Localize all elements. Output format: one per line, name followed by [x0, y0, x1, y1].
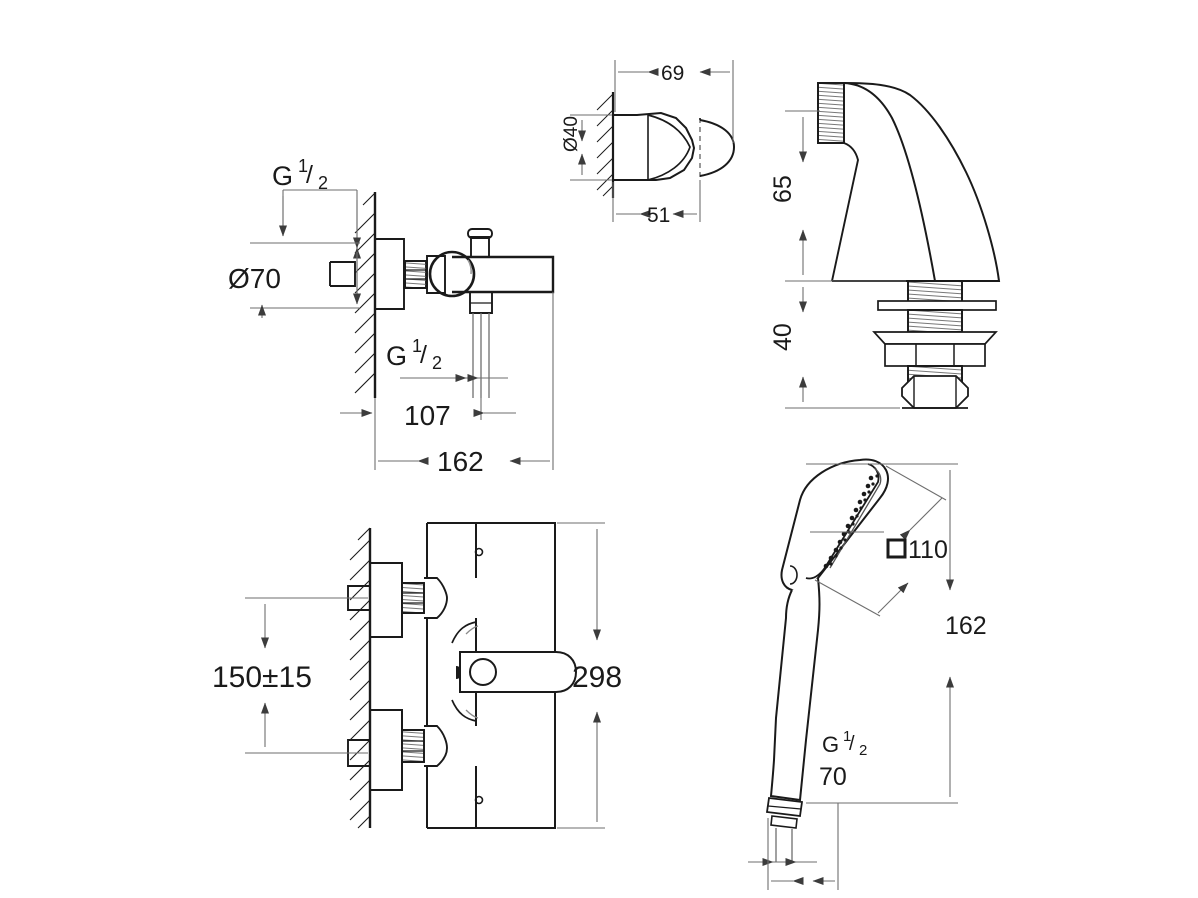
control-knob [428, 250, 476, 298]
cover-screw-bottom [474, 795, 484, 805]
diverter-button [467, 228, 493, 256]
spout-tail-assembly [872, 280, 998, 409]
handle-pivot [469, 658, 497, 686]
view-bath-mixer-front [250, 189, 555, 470]
spout-hex-nut [901, 375, 969, 409]
spout-top-thread [817, 82, 845, 144]
g-half-denominator-3: 2 [859, 742, 867, 759]
g-half-denominator: 2 [318, 173, 328, 193]
spout-washer-1 [877, 300, 997, 311]
g-half-denominator-2: 2 [432, 353, 442, 373]
handle-thumb-detail [789, 565, 798, 585]
hose-connector [765, 797, 804, 829]
shower-outlet-stub [469, 292, 493, 314]
g-half-prefix-3: G [822, 732, 839, 757]
body-curve-top [451, 621, 477, 644]
g-half-numerator-3: 1 [843, 728, 851, 745]
view-hand-shower [748, 458, 958, 890]
g-half-prefix-2: G [386, 341, 407, 371]
coupling-nut-lower [401, 729, 425, 763]
body-neck-lower [424, 725, 448, 767]
dimensions-hand-shower [748, 463, 958, 890]
spout-body [843, 82, 1001, 282]
body-curve-top-b [465, 625, 479, 635]
label-51: 51 [647, 204, 670, 227]
wall-nipple-lower [347, 739, 371, 767]
label-162: 162 [437, 446, 484, 477]
coupling-nut [404, 260, 428, 289]
label-g-half-hand-shower: G 1 / 2 [822, 728, 867, 759]
body-curve-bottom-b [465, 709, 479, 719]
g-half-prefix: G [272, 161, 293, 191]
wall-hatch [354, 192, 376, 394]
label-110: 110 [908, 536, 948, 564]
label-150-tol: 150±15 [212, 661, 312, 694]
dimensions-spout [785, 110, 906, 409]
g-half-numerator-2: 1 [412, 336, 422, 356]
label-107: 107 [404, 400, 451, 431]
g-half-numerator: 1 [298, 156, 308, 176]
escutcheon [375, 238, 405, 310]
label-dia-40: Ø40 [561, 116, 582, 152]
spout-collar [884, 343, 986, 367]
body-curve-bottom [451, 699, 477, 722]
spout-flange [872, 331, 998, 345]
label-g-half-top-left: G 1 / 2 [272, 156, 328, 193]
spray-face-edge-2 [829, 467, 882, 569]
spray-nozzles [823, 474, 879, 569]
knob-highlight [467, 259, 472, 275]
body-neck-upper [424, 577, 448, 619]
spout-arm [452, 255, 555, 294]
escutcheon-upper [370, 562, 403, 638]
dimensions-thermostatic [245, 522, 605, 829]
label-40: 40 [769, 323, 797, 351]
coupling-nut-upper [401, 582, 425, 614]
label-69: 69 [661, 62, 684, 85]
cover-screw-top [474, 547, 484, 557]
bracket-body [612, 111, 696, 181]
dimensions-wall-bracket [570, 60, 734, 222]
g-half-slash: / [306, 161, 313, 189]
label-70: 70 [819, 763, 847, 791]
wall-nipple [330, 261, 356, 287]
hose-stub [775, 828, 793, 862]
bracket-taper-line [647, 114, 691, 181]
handle-indicator [456, 666, 461, 679]
view-wall-bracket [570, 60, 736, 222]
escutcheon-lower [370, 709, 403, 791]
hose-lines [472, 313, 490, 398]
label-g-half-mid-left: G 1 / 2 [386, 336, 442, 373]
wall-nipple-upper [347, 585, 371, 611]
bracket-tip [699, 119, 736, 177]
thermo-wall-hatch [349, 527, 371, 829]
label-65: 65 [769, 175, 797, 203]
view-thermostatic-mixer [245, 522, 605, 829]
bracket-wall-hatch [596, 93, 614, 197]
label-162-hand: 162 [945, 612, 987, 640]
label-dia-70: Ø70 [228, 263, 281, 294]
dimensions-bath-mixer [250, 189, 554, 470]
spout-inner-curve [831, 142, 859, 282]
g-half-slash-2: / [420, 341, 427, 369]
hand-shower-handle [769, 577, 821, 802]
label-square-110: 110 [886, 536, 948, 564]
view-spout-outlet [785, 82, 1001, 409]
g-half-slash-3: / [849, 733, 855, 755]
label-298: 298 [572, 661, 622, 694]
